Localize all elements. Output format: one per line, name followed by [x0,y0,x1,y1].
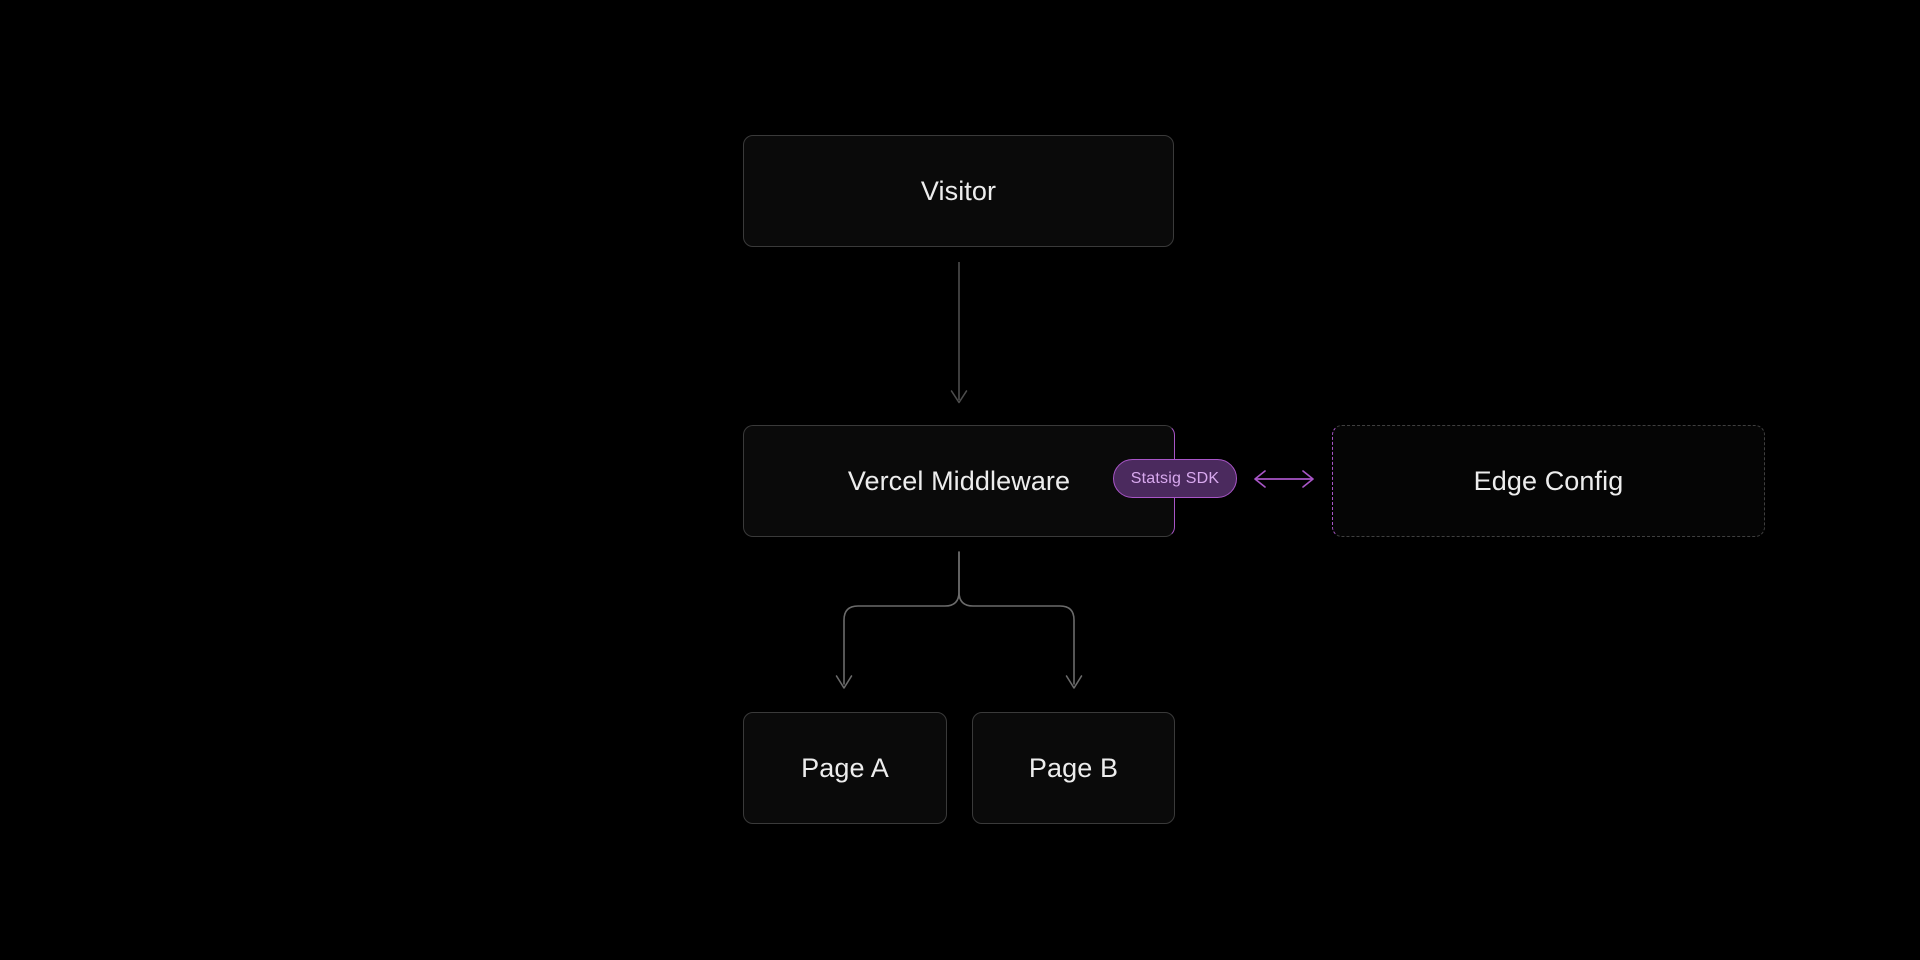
edge-middleware-to-page-b [958,551,1083,689]
node-page-b[interactable]: Page B [972,712,1175,824]
node-visitor-label: Visitor [920,175,997,206]
node-edge-config-label: Edge Config [1473,465,1624,496]
node-page-b-label: Page B [1028,752,1119,783]
edge-middleware-to-page-a [835,551,960,689]
node-edge-config[interactable]: Edge Config [1332,425,1765,537]
edge-statsig-to-edge-config [1254,470,1314,488]
edge-visitor-to-middleware [950,262,968,404]
badge-statsig-sdk-label: Statsig SDK [1130,469,1220,487]
node-page-a-label: Page A [801,752,889,783]
node-page-a[interactable]: Page A [743,712,947,824]
node-visitor[interactable]: Visitor [743,135,1174,247]
node-vercel-middleware[interactable]: Vercel Middleware [743,425,1175,537]
node-vercel-middleware-label: Vercel Middleware [847,465,1071,496]
badge-statsig-sdk[interactable]: Statsig SDK [1113,459,1237,498]
